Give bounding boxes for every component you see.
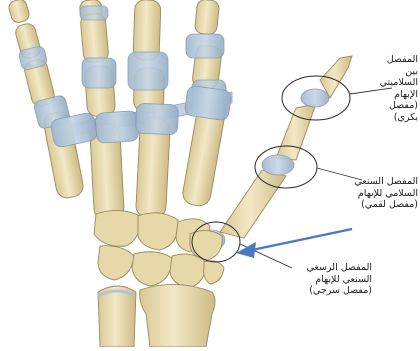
thumb-mcp-capsule (262, 155, 294, 175)
thumb-ip-capsule (301, 89, 329, 107)
thumb (220, 56, 352, 238)
radius (140, 284, 215, 347)
ip-joint-label-line: بين (380, 66, 418, 78)
mcp-joint-label: المفصل السنعي السلامي للإبهام (مفصل لقمي… (354, 176, 418, 211)
ip-joint-label-line: بكري) (380, 112, 418, 124)
ip-joint-label: المفصل بين السلاميتي الإبهام (مفصل بكري) (380, 54, 418, 123)
ring-finger (79, 0, 124, 221)
cmc-joint-label-line: المفصل الرسغي (306, 262, 372, 274)
carpal-bones (94, 210, 224, 288)
mcp-joint-label-line: السلامي للإبهام (354, 188, 418, 200)
ip-joint-label-line: السلاميتي (380, 77, 418, 89)
cmc-joint-label: المفصل الرسغي السنعي للإبهام (مفصل سرجي) (306, 262, 372, 297)
forearm-bones (98, 284, 215, 347)
ip-joint-label-line: الإبهام (380, 89, 418, 101)
cmc-joint-label-line: (مفصل سرجي) (306, 285, 372, 297)
mcp-joint-label-line: المفصل السنعي (354, 176, 418, 188)
ip-joint-label-line: المفصل (380, 54, 418, 66)
blue-arrow (236, 229, 352, 258)
mcp-joint-label-line: (مفصل لقمي) (354, 199, 418, 211)
ip-joint-label-line: (مفصل (380, 100, 418, 112)
cmc-joint-label-line: السنعي للإبهام (306, 274, 372, 286)
